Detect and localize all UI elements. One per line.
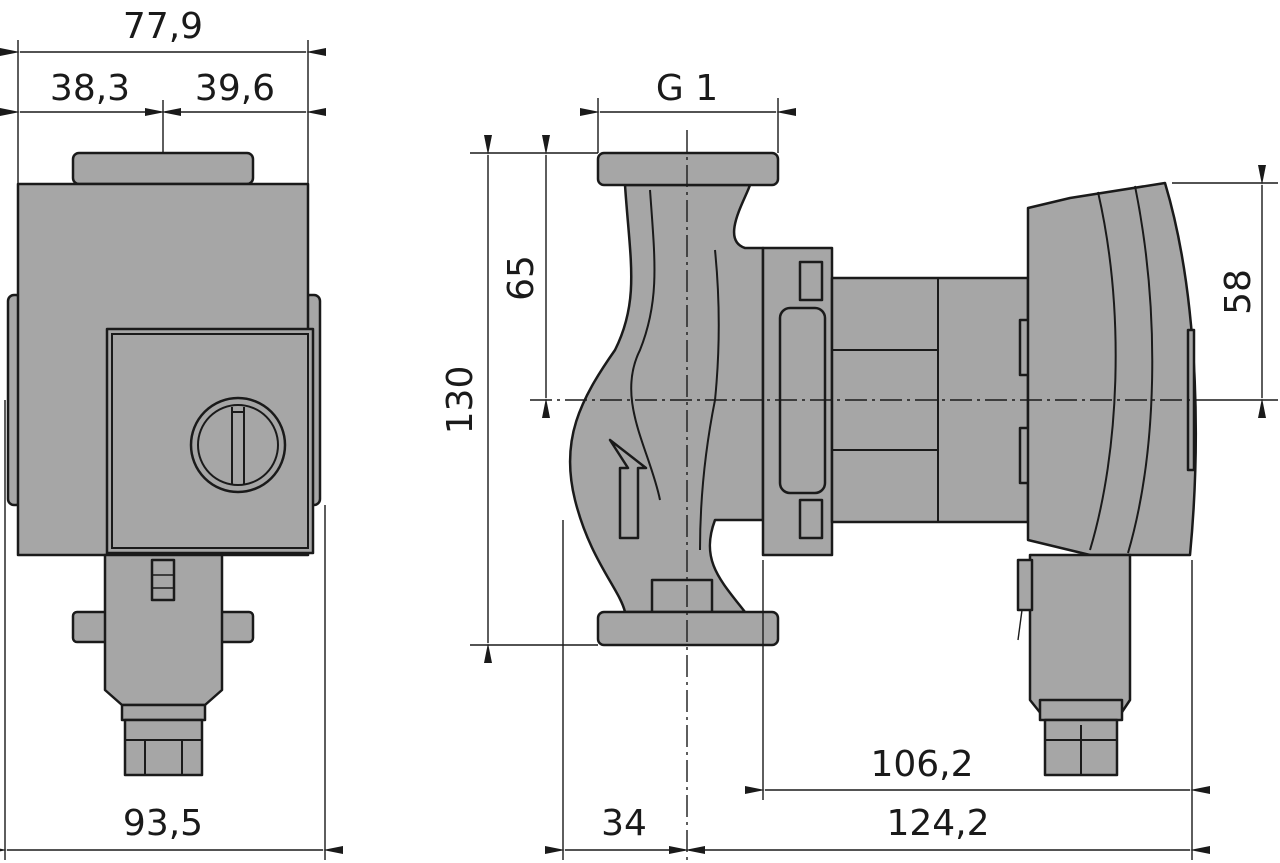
top-flange bbox=[71, 151, 255, 186]
front-view bbox=[6, 151, 322, 777]
pump-housing bbox=[568, 183, 765, 614]
dim-label-motor-length: 106,2 bbox=[870, 744, 973, 785]
dim-label-total-width-top: 77,9 bbox=[123, 6, 203, 47]
drain-plug bbox=[650, 578, 714, 614]
dim-label-overall-length: 124,2 bbox=[886, 803, 989, 844]
cable-connector bbox=[71, 553, 255, 777]
flow-arrow-icon bbox=[608, 438, 648, 540]
dim-label-total-width-bottom: 93,5 bbox=[123, 803, 203, 844]
dim-label-right-half: 39,6 bbox=[195, 68, 275, 109]
dim-label-thread: G 1 bbox=[656, 68, 718, 109]
dim-label-half-height: 65 bbox=[501, 255, 542, 301]
selector-knob-icon bbox=[189, 396, 287, 494]
side-cable-connector bbox=[1016, 553, 1132, 777]
inlet-flange bbox=[596, 151, 780, 187]
dim-label-inlet-offset: 34 bbox=[601, 803, 647, 844]
outlet-flange bbox=[596, 610, 780, 647]
side-view bbox=[568, 151, 1198, 777]
dim-label-left-half: 38,3 bbox=[50, 68, 130, 109]
electronics-head bbox=[1026, 181, 1198, 557]
dim-label-motor-half-height: 58 bbox=[1218, 269, 1259, 315]
dim-label-overall-height: 130 bbox=[440, 366, 481, 435]
